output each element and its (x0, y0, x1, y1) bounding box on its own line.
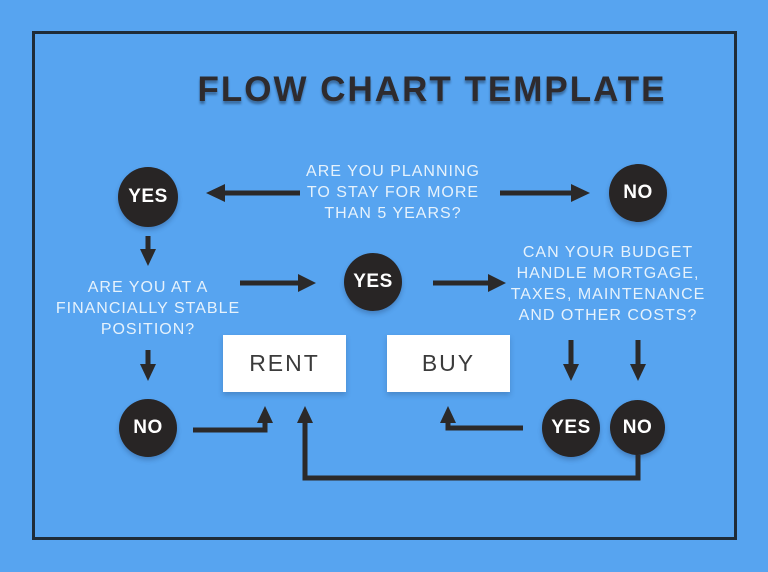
question-line: HANDLE MORTGAGE, (516, 265, 700, 282)
question-line: POSITION? (100, 321, 196, 338)
question-line: ARE YOU PLANNING (306, 163, 480, 180)
question-line: TAXES, MAINTENANCE (510, 286, 706, 303)
node-yes-middle: YES (344, 253, 402, 311)
node-yes-bottom-right: YES (542, 399, 600, 457)
question-line: AND OTHER COSTS? (518, 307, 698, 324)
node-yes-top: YES (118, 167, 178, 227)
outcome-rent-box: RENT (223, 335, 346, 392)
question-line: FINANCIALLY STABLE (55, 300, 241, 317)
question-budget-costs: CAN YOUR BUDGET HANDLE MORTGAGE, TAXES, … (508, 242, 708, 326)
question-line: CAN YOUR BUDGET (522, 244, 694, 261)
question-line: TO STAY FOR MORE (306, 184, 480, 201)
question-line: ARE YOU AT A (87, 279, 209, 296)
node-no-bottom-left: NO (119, 399, 177, 457)
chart-frame (32, 31, 737, 540)
question-financial-stability: ARE YOU AT A FINANCIALLY STABLE POSITION… (48, 277, 248, 340)
question-line: THAN 5 YEARS? (324, 205, 462, 222)
node-no-bottom-right: NO (610, 400, 665, 455)
question-stay-duration: ARE YOU PLANNING TO STAY FOR MORE THAN 5… (283, 161, 503, 224)
node-no-top: NO (609, 164, 667, 222)
outcome-buy-box: BUY (387, 335, 510, 392)
page-title: FLOW CHART TEMPLATE (197, 70, 667, 109)
